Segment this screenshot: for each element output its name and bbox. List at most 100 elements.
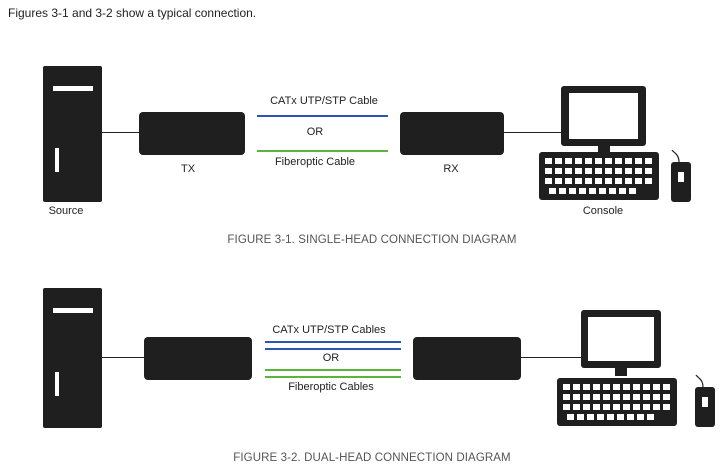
keyboard-key — [549, 188, 556, 194]
rx-label: RX — [443, 163, 459, 175]
keyboard-key — [653, 394, 660, 400]
keyboard-key — [615, 178, 622, 184]
keyboard-key — [589, 188, 596, 194]
tx-unit — [139, 112, 245, 155]
power-slot — [55, 148, 59, 172]
keyboard-key — [567, 414, 574, 420]
rx-console-line — [504, 132, 562, 133]
or-label: OR — [306, 126, 324, 138]
keyboard-key — [575, 158, 582, 164]
keyboard-key — [643, 384, 650, 390]
keyboard-key — [603, 384, 610, 390]
keyboard-key — [579, 188, 586, 194]
drive-bay — [53, 86, 93, 91]
keyboard-key — [645, 168, 652, 174]
keyboard-key — [623, 394, 630, 400]
keyboard-key — [629, 188, 636, 194]
keyboard-key — [625, 158, 632, 164]
keyboard-key — [555, 158, 562, 164]
monitor-icon — [581, 310, 661, 376]
computer-tower-icon — [43, 288, 102, 428]
keyboard-key — [647, 414, 654, 420]
keyboard-key — [645, 178, 652, 184]
keyboard-key — [569, 188, 576, 194]
keyboard-key — [637, 414, 644, 420]
keyboard-key — [635, 158, 642, 164]
keyboard-key — [575, 178, 582, 184]
keyboard-key — [573, 404, 580, 410]
keyboard-key — [633, 394, 640, 400]
keyboard-key — [633, 404, 640, 410]
keyboard-key — [625, 178, 632, 184]
keyboard-key — [563, 404, 570, 410]
source-tx-line — [102, 132, 139, 133]
keyboard-key — [635, 178, 642, 184]
keyboard-key — [595, 158, 602, 164]
utp-cable — [257, 115, 388, 117]
keyboard-key — [583, 404, 590, 410]
keyboard-key — [635, 168, 642, 174]
cable-fiber-label: Fiberoptic Cable — [274, 156, 356, 168]
keyboard-key — [597, 414, 604, 420]
figure-3-1-caption: FIGURE 3-1. SINGLE-HEAD CONNECTION DIAGR… — [227, 234, 517, 246]
rx-console-line — [521, 357, 581, 358]
keyboard-key — [613, 394, 620, 400]
keyboard-key — [593, 404, 600, 410]
keyboard-key — [613, 384, 620, 390]
keyboard-key — [663, 384, 670, 390]
cable-fiber-label: Fiberoptic Cables — [288, 381, 374, 393]
keyboard-key — [615, 158, 622, 164]
keyboard-key — [585, 158, 592, 164]
keyboard-key — [573, 384, 580, 390]
or-label: OR — [322, 352, 340, 364]
computer-tower-icon — [43, 66, 102, 202]
keyboard-key — [623, 404, 630, 410]
keyboard-key — [583, 394, 590, 400]
keyboard-key — [585, 168, 592, 174]
cable-utp-label: CATx UTP/STP Cables — [272, 324, 386, 336]
keyboard-key — [565, 168, 572, 174]
keyboard-key — [603, 404, 610, 410]
keyboard-key — [605, 178, 612, 184]
keyboard-key — [577, 414, 584, 420]
keyboard-key — [593, 384, 600, 390]
tx-label: TX — [180, 163, 196, 175]
keyboard-key — [555, 168, 562, 174]
keyboard-icon — [557, 378, 677, 426]
console-label: Console — [582, 205, 624, 217]
keyboard-key — [663, 394, 670, 400]
fiber-cable — [257, 150, 388, 152]
keyboard-key — [603, 394, 610, 400]
keyboard-key — [545, 178, 552, 184]
keyboard-key — [595, 178, 602, 184]
rx-unit — [413, 337, 521, 380]
mouse-icon — [695, 374, 715, 427]
keyboard-key — [625, 168, 632, 174]
source-label: Source — [48, 205, 84, 217]
keyboard-key — [663, 404, 670, 410]
tx-unit — [144, 337, 252, 380]
mouse-icon — [671, 149, 691, 202]
keyboard-key — [583, 384, 590, 390]
keyboard-key — [605, 158, 612, 164]
keyboard-key — [643, 394, 650, 400]
keyboard-key — [573, 394, 580, 400]
keyboard-key — [653, 384, 660, 390]
keyboard-key — [627, 414, 634, 420]
fiber-cable-1 — [265, 369, 401, 371]
keyboard-key — [565, 158, 572, 164]
keyboard-key — [559, 188, 566, 194]
keyboard-key — [633, 384, 640, 390]
keyboard-key — [563, 394, 570, 400]
keyboard-key — [645, 158, 652, 164]
drive-bay — [53, 308, 93, 313]
keyboard-key — [609, 188, 616, 194]
keyboard-key — [587, 414, 594, 420]
keyboard-key — [593, 394, 600, 400]
keyboard-key — [599, 188, 606, 194]
keyboard-key — [643, 404, 650, 410]
keyboard-key — [615, 168, 622, 174]
utp-cable-1 — [265, 341, 401, 343]
keyboard-key — [619, 188, 626, 194]
keyboard-key — [653, 404, 660, 410]
